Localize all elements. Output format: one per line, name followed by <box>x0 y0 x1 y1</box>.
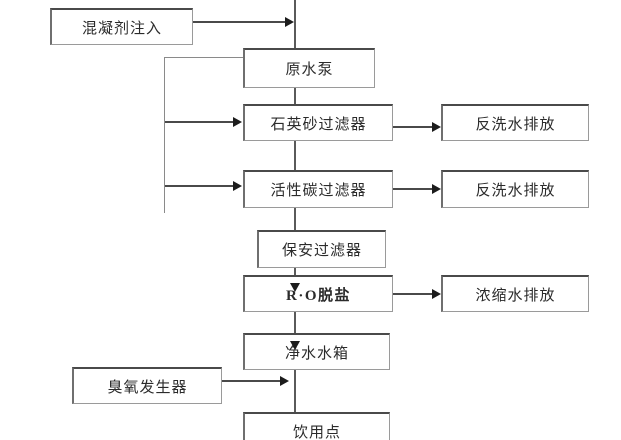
node-label: 反洗水排放 <box>475 116 556 133</box>
node-concentrate-discharge[interactable]: 浓缩水排放 <box>441 275 589 312</box>
node-label: 饮用点 <box>292 424 341 440</box>
arrowhead-ozone <box>280 376 289 386</box>
arrowhead-ro-inlet <box>290 283 300 292</box>
node-clean-water-tank[interactable]: 净水水箱 <box>243 333 390 370</box>
arrowhead-quartz-inlet <box>233 117 242 127</box>
edge-ozone-to-main <box>222 380 285 382</box>
edge-quartz-to-backwash <box>393 126 435 128</box>
node-backwash-discharge-1[interactable]: 反洗水排放 <box>441 104 589 141</box>
node-label: 保安过滤器 <box>281 243 362 259</box>
arrowhead-concentrate <box>432 289 441 299</box>
node-security-filter[interactable]: 保安过滤器 <box>257 230 386 268</box>
arrowhead-coagulant <box>285 17 294 27</box>
node-label: 混凝剂注入 <box>81 20 162 37</box>
node-activated-carbon-filter[interactable]: 活性碳过滤器 <box>243 170 393 208</box>
node-label: 反洗水排放 <box>475 183 556 199</box>
arrowhead-backwash-2 <box>432 184 441 194</box>
feed-distribution-line <box>164 57 165 213</box>
node-label: 原水泵 <box>285 62 334 78</box>
node-quartz-sand-filter[interactable]: 石英砂过滤器 <box>243 104 393 141</box>
node-ro-desalination[interactable]: R·O脱盐 <box>243 275 393 312</box>
node-label: 臭氧发生器 <box>107 379 188 396</box>
node-coagulant-injection[interactable]: 混凝剂注入 <box>50 8 193 45</box>
node-label: R·O脱盐 <box>285 287 351 304</box>
arrowhead-carbon-inlet <box>233 181 242 191</box>
edge-feed-to-carbon <box>165 185 235 187</box>
node-backwash-discharge-2[interactable]: 反洗水排放 <box>441 170 589 208</box>
edge-coagulant-to-main <box>193 21 287 23</box>
node-ozone-generator[interactable]: 臭氧发生器 <box>72 367 222 404</box>
arrowhead-tank-inlet <box>290 341 300 350</box>
node-label: 活性碳过滤器 <box>270 183 367 199</box>
arrowhead-backwash-1 <box>432 122 441 132</box>
edge-carbon-to-backwash <box>393 188 435 190</box>
edge-ro-to-concentrate <box>393 293 435 295</box>
node-label: 石英砂过滤器 <box>270 116 367 133</box>
node-label: 浓缩水排放 <box>475 287 556 304</box>
node-raw-water-pump[interactable]: 原水泵 <box>243 48 375 88</box>
edge-feed-to-quartz <box>165 121 235 123</box>
edge-feed-to-pump <box>164 57 244 58</box>
node-label: 净水水箱 <box>284 345 349 362</box>
node-drinking-point[interactable]: 饮用点 <box>243 412 390 440</box>
